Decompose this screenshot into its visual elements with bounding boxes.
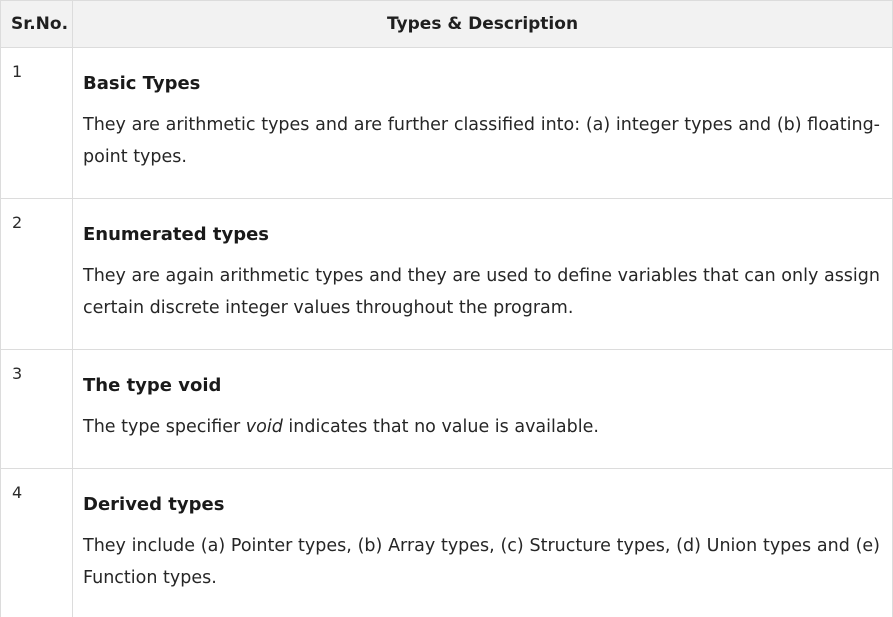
column-header-description: Types & Description [72,0,893,48]
type-description: They are arithmetic types and are furthe… [83,115,880,167]
type-description: They are again arithmetic types and they… [83,266,880,318]
table-row: 2 Enumerated types They are again arithm… [0,198,893,350]
type-title: The type void [83,375,222,396]
type-description: They include (a) Pointer types, (b) Arra… [83,536,880,588]
row-description: Basic Types They are arithmetic types an… [72,47,893,199]
table-row: 1 Basic Types They are arithmetic types … [0,47,893,199]
type-title: Derived types [83,494,225,515]
type-description-before: The type specifier [83,417,246,437]
row-number: 1 [0,47,73,199]
row-number: 4 [0,468,73,617]
row-number: 3 [0,349,73,469]
type-description: The type specifier void indicates that n… [83,411,880,443]
table-row: 3 The type void The type specifier void … [0,349,893,469]
table-row: 4 Derived types They include (a) Pointer… [0,468,893,617]
type-title: Basic Types [83,73,201,94]
void-keyword: void [245,417,283,437]
column-header-number: Sr.No. [0,0,73,48]
type-title: Enumerated types [83,224,270,245]
type-description-after: indicates that no value is available. [282,417,599,437]
row-description: Derived types They include (a) Pointer t… [72,468,893,617]
table-header-row: Sr.No. Types & Description [0,0,893,48]
row-description: Enumerated types They are again arithmet… [72,198,893,350]
row-number: 2 [0,198,73,350]
row-description: The type void The type specifier void in… [72,349,893,469]
